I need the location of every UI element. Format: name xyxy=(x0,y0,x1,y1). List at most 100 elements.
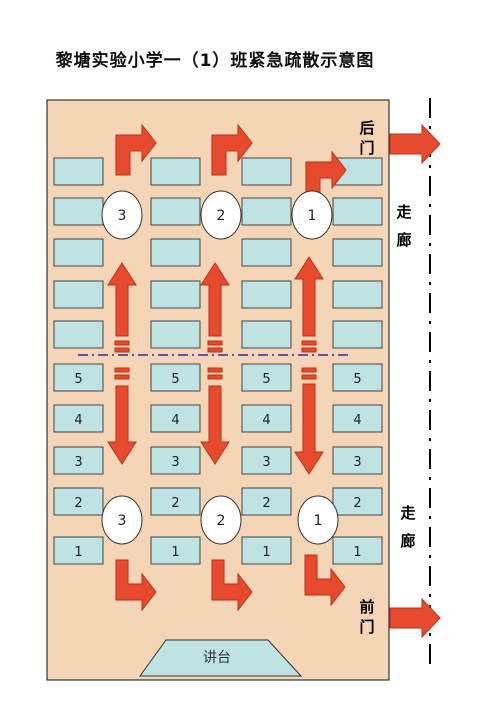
exit-arrow-front-door xyxy=(389,597,441,639)
desk-front-c1-r3 xyxy=(53,446,104,475)
desk-front-c2-r4 xyxy=(150,487,201,516)
arrow-dash xyxy=(301,367,317,373)
desk-number: 2 xyxy=(262,496,270,511)
desk-back-c2-r3 xyxy=(150,238,201,267)
desk-back-c1-r5 xyxy=(53,320,104,349)
desk-front-c2-r2 xyxy=(150,404,201,433)
desk-back-c2-r1 xyxy=(150,157,201,186)
front-door-label-2: 门 xyxy=(359,618,374,636)
arrow-bent-up-right-1 xyxy=(115,123,157,176)
desk-back-c4-r2 xyxy=(332,197,383,226)
arrow-dash xyxy=(207,374,223,380)
desk-back-c2-r2 xyxy=(150,197,201,226)
desk-front-c2-r3 xyxy=(150,446,201,475)
arrow-up-3 xyxy=(294,256,324,337)
aisle-marker-top-label: 2 xyxy=(217,208,226,224)
arrow-up-2 xyxy=(200,262,230,337)
arrow-dash xyxy=(114,374,130,380)
aisle-marker-bottom-label: 1 xyxy=(314,513,323,529)
desk-front-c4-r3 xyxy=(332,446,383,475)
desk-back-c2-r5 xyxy=(150,320,201,349)
desk-back-c3-r2 xyxy=(241,197,292,226)
arrow-layer xyxy=(107,123,441,639)
desk-number: 4 xyxy=(171,413,179,428)
desk-front-c2-r1 xyxy=(150,363,201,392)
desk-number: 3 xyxy=(353,455,361,470)
desk-front-c3-r5 xyxy=(241,536,292,565)
desk-back-c3-r1 xyxy=(241,157,292,186)
desk-number: 5 xyxy=(171,372,179,387)
desk-front-c1-r2 xyxy=(53,404,104,433)
arrow-dash xyxy=(207,367,223,373)
desk-front-c4-r5 xyxy=(332,536,383,565)
arrow-up-1 xyxy=(107,262,137,337)
desk-back-c4-r5 xyxy=(332,320,383,349)
page-title: 黎塘实验小学一（1）班紧急疏散示意图 xyxy=(55,51,375,71)
desk-number: 2 xyxy=(353,496,361,511)
desk-number: 3 xyxy=(262,455,270,470)
desk-back-c4-r4 xyxy=(332,280,383,309)
desk-number: 4 xyxy=(262,413,270,428)
back-door-label-1: 后 xyxy=(359,119,374,137)
front-door-label-1: 前 xyxy=(359,598,374,616)
desk-number: 1 xyxy=(262,545,270,560)
back-door-label-2: 门 xyxy=(359,139,374,157)
aisle-marker-bottom-label: 2 xyxy=(217,513,226,529)
desk-back-c1-r3 xyxy=(53,238,104,267)
desk-number: 1 xyxy=(171,545,179,560)
arrow-bent-up-right-3 xyxy=(305,150,347,203)
desk-front-c2-r5 xyxy=(150,536,201,565)
aisle-marker-top-2 xyxy=(200,190,242,240)
desk-number: 5 xyxy=(353,372,361,387)
desk-number: 5 xyxy=(262,372,270,387)
desk-number: 3 xyxy=(171,455,179,470)
corridor-label-top-2: 廊 xyxy=(396,231,411,249)
desk-number: 3 xyxy=(74,455,82,470)
arrow-dash xyxy=(114,347,130,353)
desk-number: 1 xyxy=(353,545,361,560)
desk-front-c4-r1 xyxy=(332,363,383,392)
desk-back-c3-r4 xyxy=(241,280,292,309)
desk-front-c1-r4 xyxy=(53,487,104,516)
arrow-dash xyxy=(114,367,130,373)
desk-front-c3-r2 xyxy=(241,404,292,433)
aisle-marker-top-label: 1 xyxy=(308,208,317,224)
arrow-dash xyxy=(301,347,317,353)
aisle-marker-top-1 xyxy=(101,190,143,240)
arrow-down-3 xyxy=(294,383,324,475)
arrow-bent-down-right-2 xyxy=(211,559,253,612)
exit-arrow-back-door xyxy=(389,123,441,165)
aisle-marker-top-3 xyxy=(291,190,333,240)
desk-number: 5 xyxy=(74,372,82,387)
desk-front-c3-r3 xyxy=(241,446,292,475)
podium-label: 讲台 xyxy=(203,650,231,666)
aisle-marker-top-label: 3 xyxy=(118,208,127,224)
arrow-dash xyxy=(207,340,223,346)
desk-number: 4 xyxy=(74,413,82,428)
desk-number: 2 xyxy=(74,496,82,511)
desk-back-c1-r1 xyxy=(53,157,104,186)
desk-back-c3-r5 xyxy=(241,320,292,349)
arrow-dash xyxy=(207,347,223,353)
desk-number: 2 xyxy=(171,496,179,511)
desk-back-c4-r3 xyxy=(332,238,383,267)
arrow-dash xyxy=(114,340,130,346)
desk-back-c1-r4 xyxy=(53,280,104,309)
desk-back-c3-r3 xyxy=(241,238,292,267)
aisle-marker-bottom-2 xyxy=(200,495,242,545)
desk-front-c3-r1 xyxy=(241,363,292,392)
desk-back-c1-r2 xyxy=(53,197,104,226)
arrow-dash xyxy=(301,374,317,380)
aisle-marker-bottom-3 xyxy=(297,495,339,545)
arrow-bent-down-right-3 xyxy=(304,554,346,607)
desk-front-c3-r4 xyxy=(241,487,292,516)
aisle-marker-bottom-1 xyxy=(101,495,143,545)
arrow-dash xyxy=(301,340,317,346)
desk-front-c1-r5 xyxy=(53,536,104,565)
arrow-down-1 xyxy=(107,385,137,465)
aisle-marker-bottom-label: 3 xyxy=(118,513,127,529)
corridor-label-bottom-2: 廊 xyxy=(400,532,415,550)
corridor-label-top-1: 走 xyxy=(396,203,411,221)
desk-front-c1-r1 xyxy=(53,363,104,392)
